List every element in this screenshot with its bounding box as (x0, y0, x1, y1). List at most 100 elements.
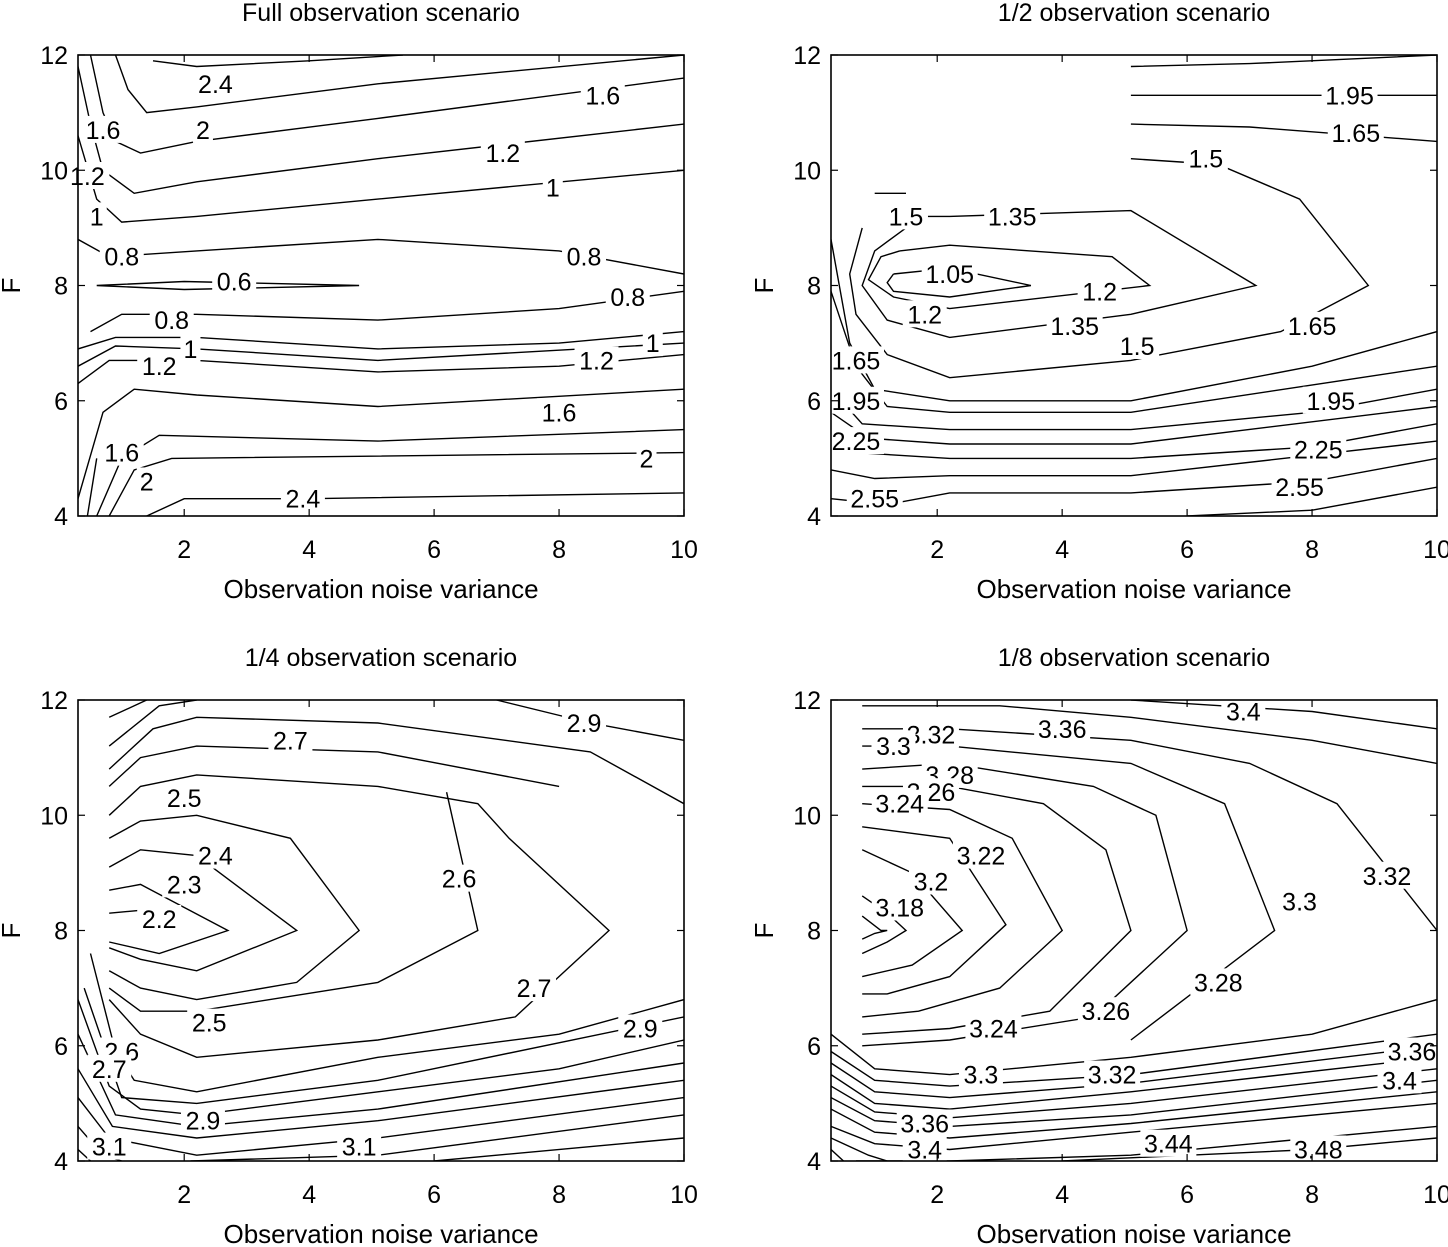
y-tick-label: 4 (807, 503, 821, 531)
contour-label: 2.9 (623, 1015, 658, 1043)
contour-label-background (827, 346, 884, 374)
contour-label-background (1084, 1060, 1141, 1088)
contour-label: 1.6 (542, 399, 577, 427)
contour-label-background (1140, 1129, 1197, 1157)
contour-label: 2.2 (142, 906, 177, 934)
contour-label: 1.95 (832, 388, 881, 416)
contour-line (96, 428, 684, 516)
contour-line (831, 1056, 1437, 1110)
panel-title: 1/2 observation scenario (998, 0, 1270, 27)
contour-line (90, 290, 684, 333)
contour-label: 0.6 (217, 268, 252, 296)
contour-label: 0.8 (104, 244, 139, 272)
contour-label-background (480, 138, 525, 166)
contour-label: 1.6 (104, 440, 139, 468)
contour-label-background (952, 841, 1009, 869)
contour-label: 3.36 (1038, 716, 1087, 744)
contour-label: 1.95 (1325, 82, 1374, 110)
contour-label: 1.2 (70, 163, 105, 191)
contour-label-background (1277, 887, 1322, 915)
x-tick-label: 4 (302, 1181, 316, 1209)
y-tick-label: 12 (40, 687, 68, 715)
contour-label-background (902, 1135, 947, 1163)
contour-label: 2 (640, 445, 654, 473)
y-tick-label: 6 (54, 1033, 68, 1061)
contour-label-background (1046, 311, 1103, 339)
contour-line (108, 700, 197, 747)
panel-eighth-observation: 1/8 observation scenario 3.43.363.323.33… (749, 644, 1448, 1247)
contour-line (1130, 123, 1437, 143)
contour-label: 2.7 (273, 727, 308, 755)
contour-label-background (268, 726, 313, 754)
contour-label-background (87, 1054, 132, 1082)
y-tick-label: 4 (807, 1148, 821, 1176)
x-tick-label: 8 (1305, 1181, 1319, 1209)
contour-line (1130, 55, 1437, 68)
contour-label-background (280, 484, 325, 512)
contour-line (831, 457, 1437, 506)
contour-label-background (1302, 386, 1359, 414)
contour-label: 0.8 (154, 307, 189, 335)
contour-label: 1.5 (1120, 333, 1155, 361)
contour-line (831, 1091, 1437, 1139)
contour-label-background (1271, 473, 1328, 501)
contour-label: 1.2 (579, 347, 614, 375)
contour-label-background (618, 1014, 663, 1042)
contour-label: 1 (546, 175, 560, 203)
contour-label: 1.35 (988, 203, 1037, 231)
y-tick-label: 6 (807, 1033, 821, 1061)
y-tick-label: 6 (807, 388, 821, 416)
contour-line (108, 700, 147, 718)
contour-label-background (149, 306, 194, 334)
y-tick-label: 8 (54, 273, 68, 301)
contour-label: 1.6 (86, 117, 121, 145)
contour-label-background (180, 1106, 225, 1134)
x-tick-label: 6 (427, 536, 441, 564)
contour-label: 1 (184, 336, 198, 364)
contour-line (831, 440, 1437, 480)
contour-label: 3.18 (875, 894, 924, 922)
contour-label: 1.6 (585, 82, 620, 110)
contour-label: 2.25 (1294, 437, 1343, 465)
contour-label-background (908, 867, 953, 895)
contour-line (848, 158, 1370, 379)
contour-line (114, 55, 684, 114)
contour-label-background (871, 732, 916, 760)
contour-label: 1.5 (1188, 146, 1223, 174)
contour-label-background (580, 81, 625, 109)
x-tick-label: 4 (302, 536, 316, 564)
x-tick-label: 10 (670, 1181, 698, 1209)
contour-label: 3.24 (875, 791, 924, 819)
contour-label-background (902, 300, 947, 328)
contour-label-background (1077, 277, 1122, 305)
x-tick-label: 2 (177, 1181, 191, 1209)
contour-label: 1.2 (1082, 278, 1117, 306)
x-tick-label: 6 (1180, 1181, 1194, 1209)
x-tick-label: 8 (1305, 536, 1319, 564)
contour-label-background (99, 242, 144, 270)
contour-label: 1.65 (1288, 313, 1337, 341)
contour-label-background (636, 444, 657, 472)
contour-line (108, 849, 299, 972)
contour-line (86, 458, 98, 516)
y-axis-label: F (749, 923, 779, 939)
contour-label: 3.48 (1294, 1136, 1343, 1164)
contour-label: 3.2 (914, 869, 949, 897)
y-tick-label: 10 (40, 802, 68, 830)
y-axis-label: F (0, 923, 26, 939)
y-tick-label: 8 (807, 918, 821, 946)
x-tick-label: 2 (930, 1181, 944, 1209)
contour-line (108, 792, 479, 1012)
contour-label: 2.4 (198, 71, 233, 99)
contour-label: 1.35 (1050, 313, 1099, 341)
contour-line (89, 953, 684, 1093)
contour-label: 1.2 (485, 140, 520, 168)
contour-label: 3.4 (1382, 1067, 1417, 1095)
x-tick-label: 2 (177, 536, 191, 564)
contour-label-background (1221, 697, 1266, 725)
y-tick-label: 8 (807, 273, 821, 301)
